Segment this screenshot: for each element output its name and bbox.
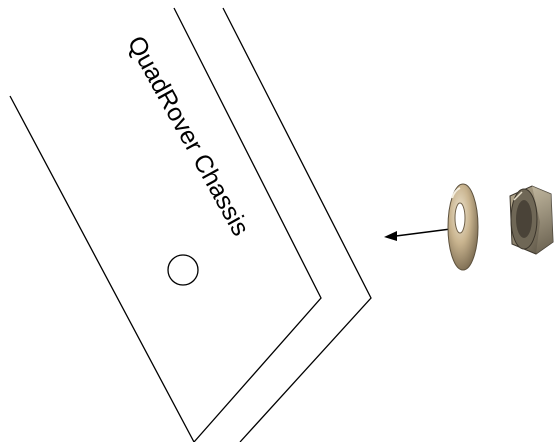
mounting-hole bbox=[167, 254, 199, 286]
chassis-outer-edge bbox=[222, 7, 372, 442]
chassis-label: QuadRover Chassis bbox=[122, 31, 255, 240]
washer-icon bbox=[447, 183, 479, 271]
chassis-inner-edge bbox=[9, 7, 322, 442]
lock-nut-icon bbox=[509, 185, 554, 255]
